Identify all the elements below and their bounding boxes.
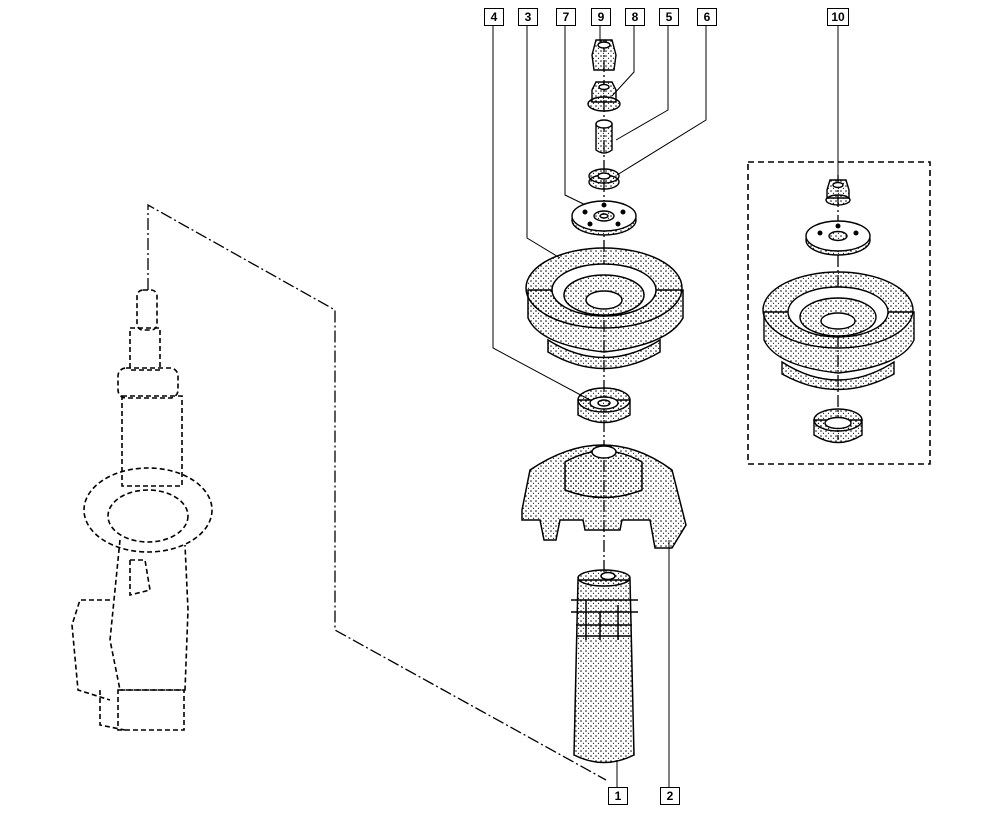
strut-assembly-outline — [71, 289, 213, 731]
part-2-spring-seat — [521, 444, 687, 549]
part-1-bump-stop — [571, 569, 638, 764]
callout-7: 7 — [556, 8, 576, 26]
callout-6: 6 — [697, 8, 717, 26]
callout-9: 9 — [591, 8, 611, 26]
part-7-cup — [571, 200, 637, 236]
part-5-spacer — [595, 119, 613, 154]
callout-8: 8 — [625, 8, 645, 26]
callout-10: 10 — [827, 8, 849, 26]
part-8-nut — [587, 81, 621, 112]
callout-leader-lines — [492, 25, 839, 790]
callout-4: 4 — [484, 8, 504, 26]
part-3-upper-mount — [525, 247, 684, 370]
callout-1: 1 — [608, 787, 628, 805]
part-6-washer — [588, 168, 620, 190]
callout-5: 5 — [659, 8, 679, 26]
callout-2: 2 — [660, 787, 680, 805]
part-10-kit — [747, 161, 931, 465]
callout-3: 3 — [518, 8, 538, 26]
part-4-bearing — [577, 387, 631, 424]
part-9-nut — [591, 39, 617, 71]
